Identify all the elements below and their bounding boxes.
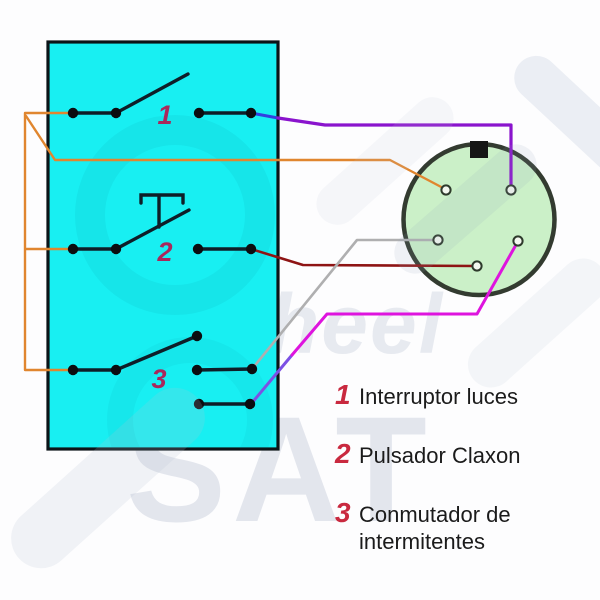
legend-number: 2 — [335, 438, 351, 469]
terminal-dot — [193, 398, 205, 410]
wire-orange-to-connector — [24, 114, 447, 191]
wire-dark-red — [249, 247, 478, 268]
terminal-dot — [67, 243, 79, 255]
connector-pin-magenta — [512, 235, 524, 247]
switch-1-blade — [114, 72, 190, 115]
wire-purple — [276, 116, 513, 191]
terminal-dot — [244, 398, 256, 410]
pushbutton-actuator-symbol — [139, 193, 185, 229]
swirl-arc — [107, 337, 273, 449]
switch-panel-box — [46, 40, 280, 451]
panel-watermark-swirl — [75, 115, 275, 449]
legend-number: 1 — [335, 379, 351, 410]
terminal-dot — [110, 243, 122, 255]
legend-item: 3 Conmutador de intermitentes — [335, 497, 564, 555]
connector-key-notch — [470, 141, 488, 158]
legend-number: 3 — [335, 497, 351, 528]
terminal-dot — [246, 363, 258, 375]
swirl-arc — [75, 115, 275, 315]
terminal-dot — [191, 330, 203, 342]
switch-3-label: 3 — [151, 364, 166, 394]
connector-circle — [401, 141, 557, 298]
switch-3-contacts — [71, 367, 254, 406]
terminal-dot — [245, 243, 257, 255]
wire-violet-segment — [249, 353, 294, 406]
connector-pin-purple — [505, 184, 517, 196]
legend: 1 Interruptor luces 2 Pulsador Claxon 3 … — [335, 379, 564, 582]
legend-label: Conmutador de intermitentes — [359, 502, 511, 554]
wire-magenta — [290, 241, 519, 357]
switch-2-blade — [114, 208, 191, 251]
legend-item: 2 Pulsador Claxon — [335, 438, 564, 470]
legend-label: Interruptor luces — [359, 384, 518, 409]
connector-pin-dark-red — [471, 260, 483, 272]
legend-label: Pulsador Claxon — [359, 443, 521, 468]
terminal-dot — [245, 107, 257, 119]
connector-pin-gray — [432, 234, 444, 246]
terminal-dot — [191, 364, 203, 376]
wire-gray — [250, 238, 439, 371]
terminal-dot — [67, 107, 79, 119]
terminal-dot — [67, 364, 79, 376]
switch-3-blade — [114, 334, 199, 372]
terminal-dot — [193, 107, 205, 119]
terminal-dot — [110, 364, 122, 376]
terminal-dot — [192, 243, 204, 255]
switch-2-label: 2 — [156, 237, 172, 267]
wire-orange-bus — [23, 111, 75, 372]
terminal-dots — [67, 107, 258, 410]
legend-item: 1 Interruptor luces — [335, 379, 564, 411]
terminal-dot — [110, 107, 122, 119]
switch-1-label: 1 — [157, 100, 172, 130]
connector-pin-orange — [440, 184, 452, 196]
